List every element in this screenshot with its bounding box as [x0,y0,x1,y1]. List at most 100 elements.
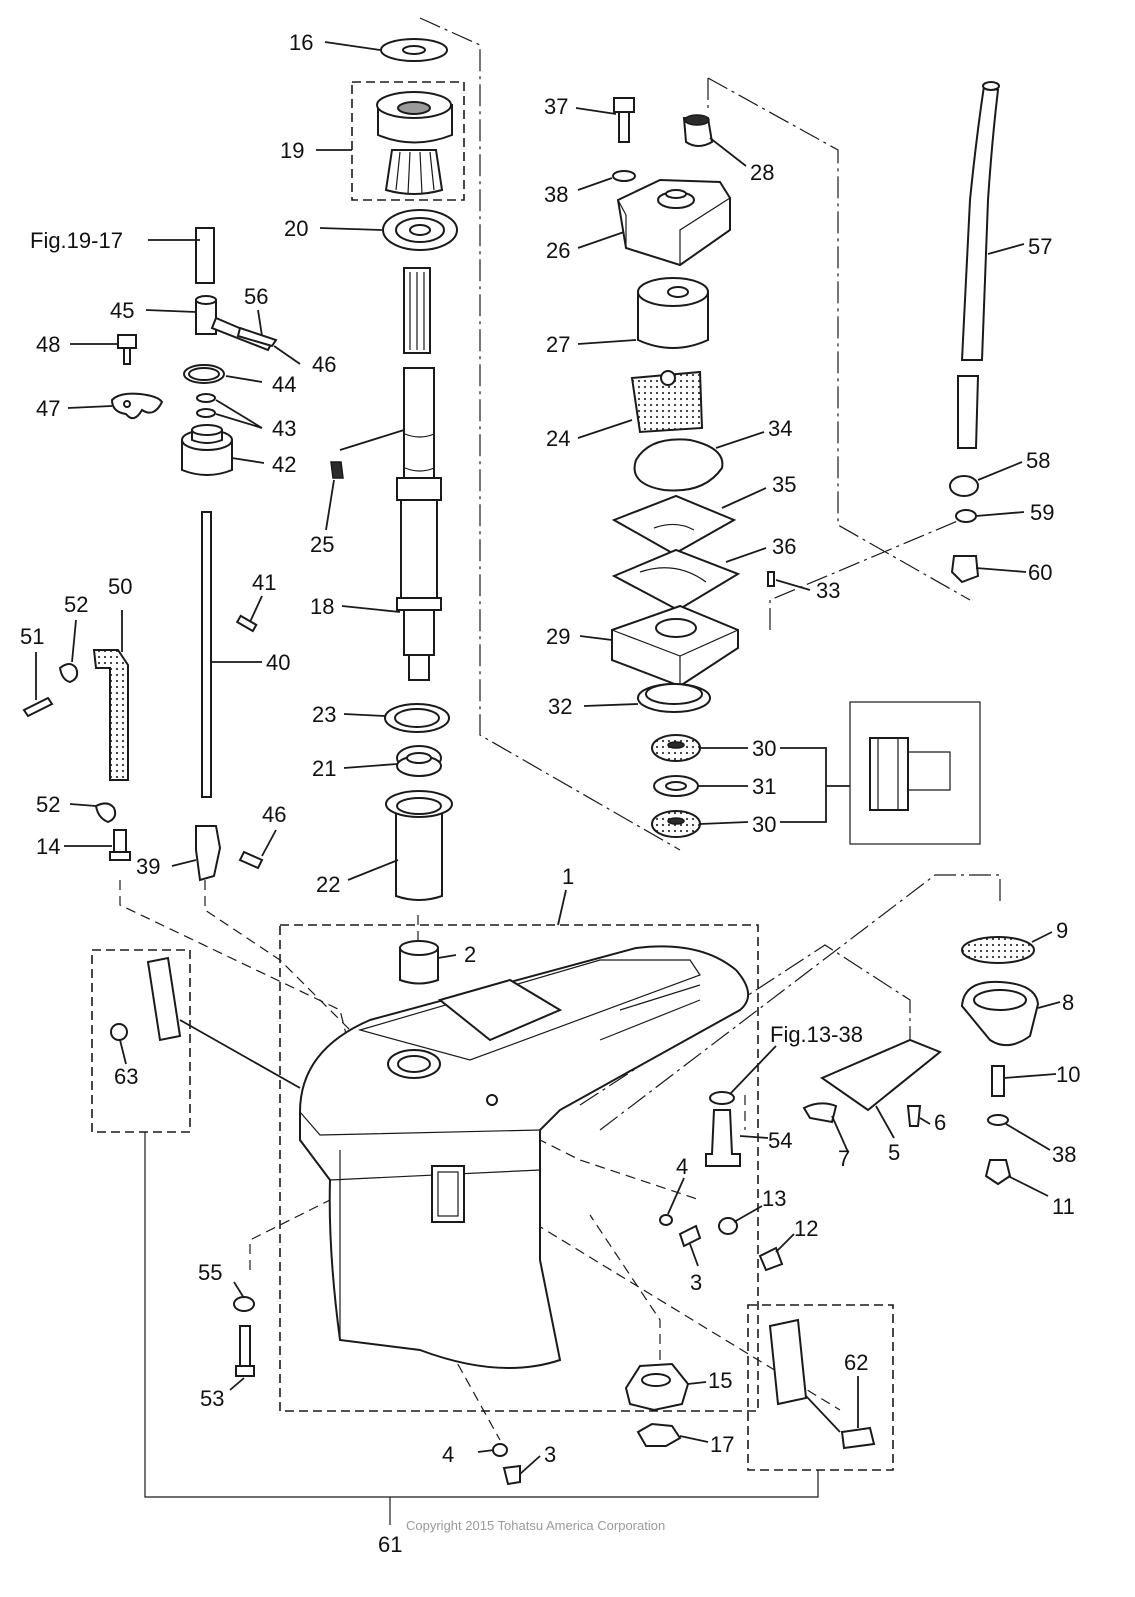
drive-shaft-group [330,38,458,985]
callout-28: 28 [750,160,774,185]
sleeve-22 [395,805,443,901]
callout-38-upper: 38 [544,182,568,207]
callout-3-upper: 3 [690,1270,702,1295]
callout-30-lower: 30 [752,812,776,837]
group-box-19 [351,81,465,201]
ref-fig19-17: Fig.19-17 [30,228,123,253]
nut-17 [636,1422,682,1447]
callout-31: 31 [752,774,776,799]
gasket-36 [611,548,741,612]
callout-9: 9 [1056,918,1068,943]
water-pump-group [611,97,951,838]
callout-25: 25 [310,532,334,557]
callout-4-upper: 4 [676,1154,688,1179]
callout-8: 8 [1062,990,1074,1015]
callout-39: 39 [136,854,160,879]
detail-box-30 [849,701,981,845]
callout-42: 42 [272,452,296,477]
group-boxes [91,81,981,1525]
callout-27: 27 [546,332,570,357]
alignment-lines [119,17,1001,1441]
gasket-34 [633,438,724,492]
callout-21: 21 [312,756,336,781]
callout-62: 62 [844,1350,868,1375]
grille-63 [146,956,182,1042]
callout-41: 41 [252,570,276,595]
gearcase-body [299,945,749,1369]
anode-cap-9 [961,936,1035,964]
callout-15: 15 [708,1368,732,1393]
callout-51: 51 [20,624,44,649]
callout-36: 36 [772,534,796,559]
pump-housing-26 [616,178,731,267]
callout-3-lower: 3 [544,1442,556,1467]
callout-53: 53 [200,1386,224,1411]
bolt-54 [705,1109,741,1167]
callout-40: 40 [266,650,290,675]
callout-20: 20 [284,216,308,241]
callout-35: 35 [772,472,796,497]
callout-43: 43 [272,416,296,441]
callout-52-lower: 52 [36,792,60,817]
bushing-2 [399,947,439,985]
hardware-group [110,936,1040,1486]
water-tube-57 [960,84,1000,361]
callout-26: 26 [546,238,570,263]
shift-rod-40 [201,511,212,798]
callout-16: 16 [289,30,313,55]
pump-case-27 [637,291,709,349]
callout-14: 14 [36,834,60,859]
callout-57: 57 [1028,234,1052,259]
group-box-62 [747,1304,894,1471]
callout-10: 10 [1056,1062,1080,1087]
callout-17: 17 [710,1432,734,1457]
callout-30-upper: 30 [752,736,776,761]
hose-50 [92,649,129,781]
callout-7: 7 [838,1146,850,1171]
callout-50: 50 [108,574,132,599]
callout-54: 54 [768,1128,792,1153]
callout-58: 58 [1026,448,1050,473]
callout-33: 33 [816,578,840,603]
washer-55 [233,1296,255,1312]
callout-11: 11 [1052,1194,1075,1219]
drive-shaft-18 [403,367,435,479]
shift-cam-39 [195,825,222,882]
group-box-1 [279,924,759,1412]
callout-5: 5 [888,1140,900,1165]
group-box-63 [91,949,191,1133]
copyright-notice: Copyright 2015 Tohatsu America Corporati… [406,1518,665,1533]
callout-61: 61 [378,1532,402,1557]
callout-1: 1 [562,864,574,889]
callout-29: 29 [546,624,570,649]
callout-22: 22 [316,872,340,897]
callout-52-upper: 52 [64,592,88,617]
callout-45: 45 [110,298,134,323]
callout-63: 63 [114,1064,138,1089]
grille-62 [768,1318,808,1406]
callout-46-upper: 46 [312,352,336,377]
callout-55: 55 [198,1260,222,1285]
callout-44: 44 [272,372,296,397]
leader-lines [35,41,1061,1475]
callout-46-lower: 46 [262,802,286,827]
callout-32: 32 [548,694,572,719]
callout-4-lower: 4 [442,1442,454,1467]
pump-base-29 [611,604,739,688]
callout-60: 60 [1028,560,1052,585]
callout-19: 19 [280,138,304,163]
callout-38-lower: 38 [1052,1142,1076,1167]
gear-15 [624,1362,690,1412]
callout-2: 2 [464,942,476,967]
callout-labels: 16 19 20 Fig.19-17 45 56 46 48 47 44 43 … [20,30,1080,1557]
water-tube-group [949,81,1000,584]
callout-13: 13 [762,1186,786,1211]
plate-5 [819,1038,942,1112]
impeller-24 [630,370,704,434]
callout-56: 56 [244,284,268,309]
callout-12: 12 [794,1216,818,1241]
nut-58 [949,475,979,497]
ref-fig13-38: Fig.13-38 [770,1022,863,1047]
callout-37: 37 [544,94,568,119]
